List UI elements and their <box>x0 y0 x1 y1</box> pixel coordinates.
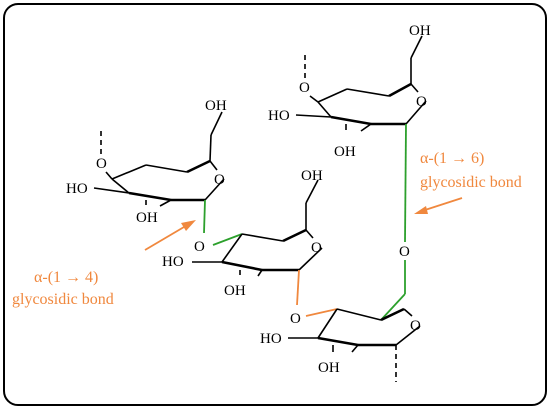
glucose-ring-middle <box>192 179 323 277</box>
atom-o-glycosidic-c: O <box>399 244 410 260</box>
atom-oh-left-ring-c6: OH <box>205 98 227 114</box>
diagram-border <box>3 3 547 406</box>
glucose-ring-bottom <box>288 307 421 382</box>
label-alpha16-line2: glycosidic bond <box>420 174 522 191</box>
atom-ho-left-ring-c3: HO <box>66 181 88 197</box>
atom-o-bottom-ring: O <box>410 318 421 334</box>
glycosidic-link-a-green <box>203 199 243 246</box>
atom-o-right-ring: O <box>416 94 427 110</box>
atom-oh-middle-ring-c2: OH <box>224 283 246 299</box>
atom-o-left-ring-top: O <box>96 156 107 172</box>
atom-o-glycosidic-a: O <box>194 239 205 255</box>
glycosidic-link-c-green <box>380 123 407 321</box>
arrow-alpha16 <box>414 197 463 214</box>
atom-ho-middle-ring-c3: HO <box>162 254 184 270</box>
ring-bottom-labels: O HO OH <box>260 318 421 376</box>
glucose-ring-left <box>93 111 225 207</box>
atom-ho-bottom-ring-c3: HO <box>260 331 282 347</box>
atom-oh-right-ring-c6: OH <box>409 23 431 39</box>
glucose-ring-right <box>295 35 427 132</box>
atom-oh-right-ring-c2: OH <box>334 144 356 160</box>
atom-o-left-ring: O <box>214 172 225 188</box>
atom-o-right-ring-top: O <box>299 80 310 96</box>
atom-o-glycosidic-b: O <box>290 311 301 327</box>
glycosidic-link-b-orange <box>296 269 338 317</box>
atom-ho-right-ring-c3: HO <box>268 108 290 124</box>
arrow-alpha14 <box>144 220 196 251</box>
atom-oh-bottom-ring-c2: OH <box>318 360 340 376</box>
ring-middle-labels: OH O HO OH <box>162 168 323 299</box>
ring-right-labels: O OH O HO OH <box>268 23 431 160</box>
label-alpha14-line1: α-(1 → 4) <box>34 269 98 286</box>
atom-o-middle-ring: O <box>311 240 322 256</box>
label-alpha16-line1: α-(1 → 6) <box>420 150 484 167</box>
label-alpha14-line2: glycosidic bond <box>12 291 114 308</box>
ring-left-labels: O OH O HO OH <box>66 98 227 226</box>
atom-oh-left-ring-c2: OH <box>136 210 158 226</box>
atom-oh-middle-ring-c6: OH <box>301 168 323 184</box>
